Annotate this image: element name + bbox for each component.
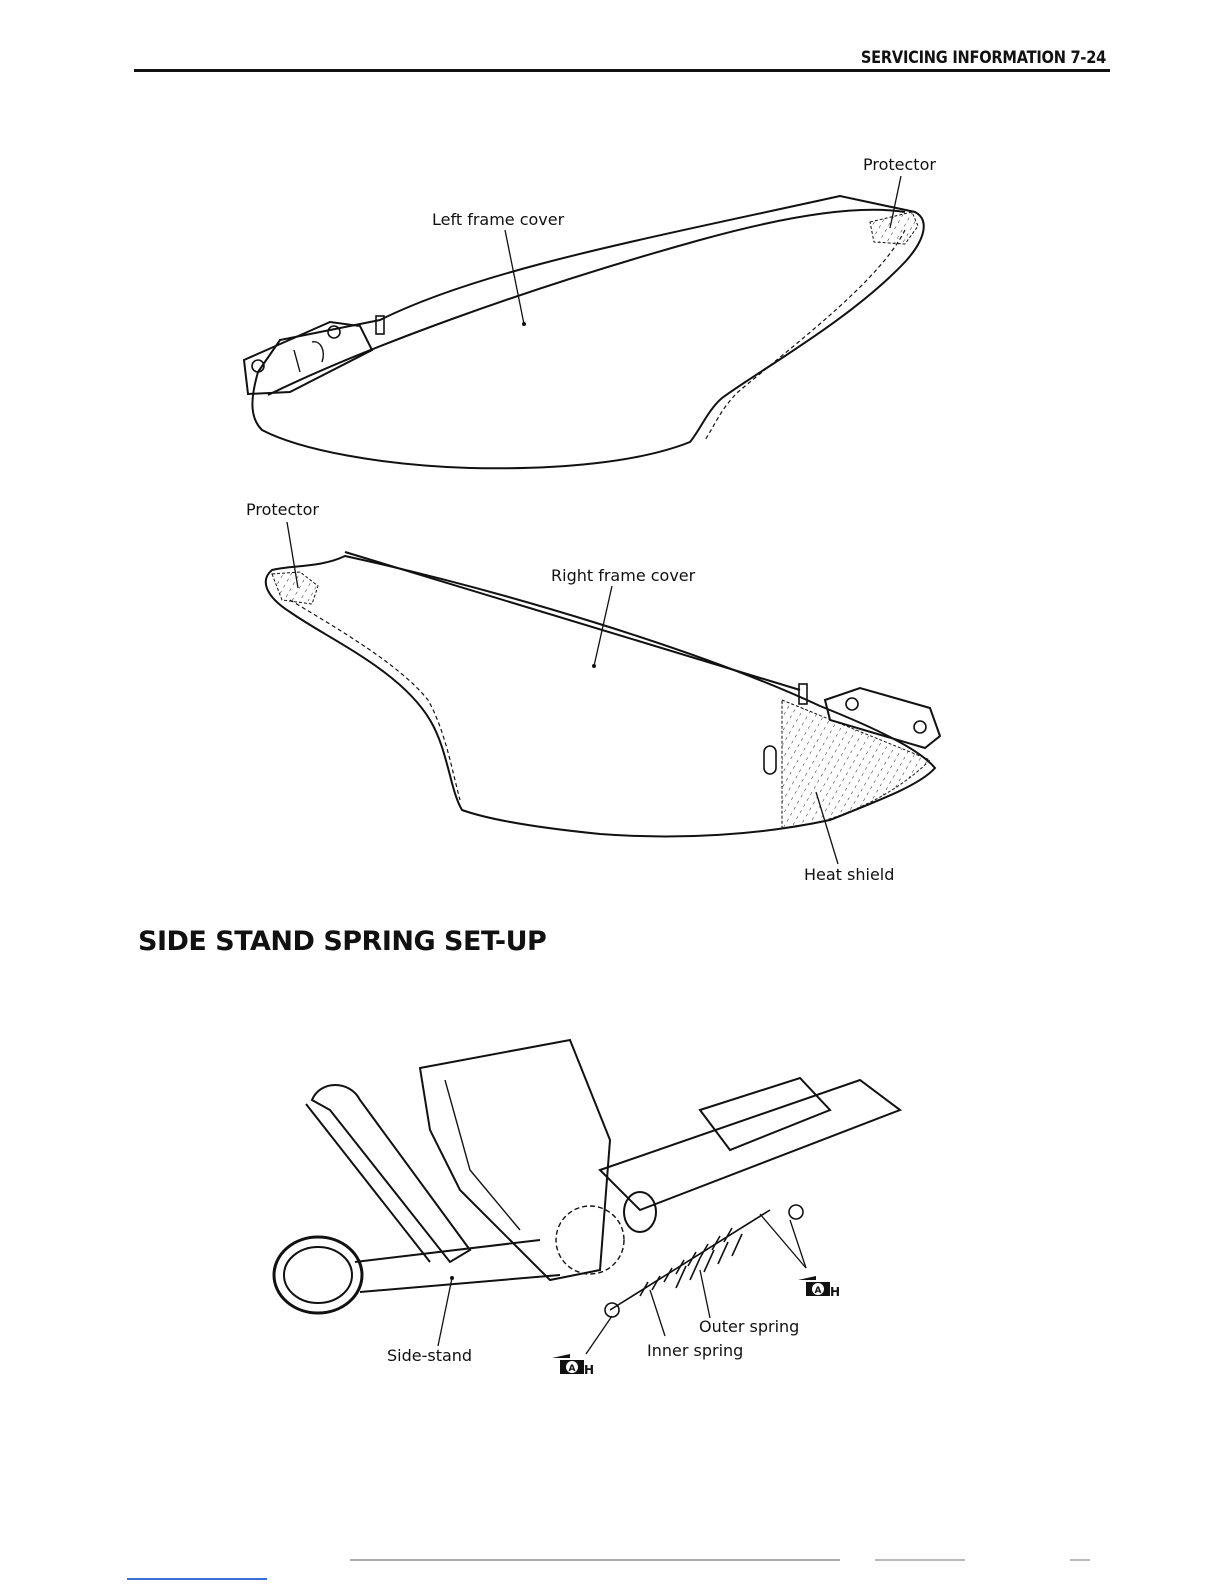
footer-link-underline	[127, 1578, 267, 1580]
